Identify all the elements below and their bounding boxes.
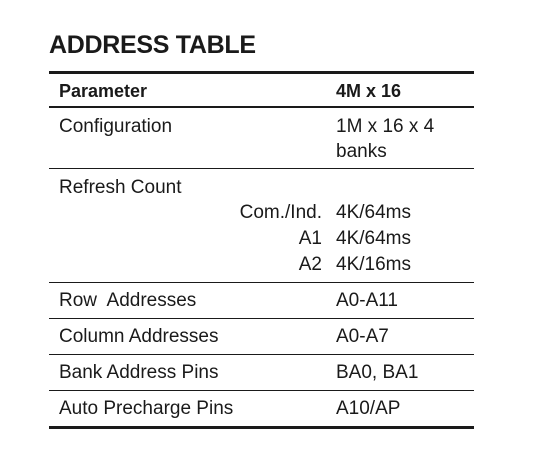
refresh-grade: Com./Ind. bbox=[239, 202, 322, 223]
table-row-column-addresses: Column Addresses A0-A7 bbox=[49, 319, 474, 355]
header-value: 4M x 16 bbox=[336, 81, 402, 101]
table-row-refresh-count: Refresh Count Com./Ind. 4K/64ms A1 4K/64… bbox=[49, 169, 474, 283]
row-label: Column Addresses bbox=[59, 326, 219, 347]
refresh-value: 4K/16ms bbox=[336, 254, 411, 275]
address-table: Parameter 4M x 16 Configuration 1M x 16 … bbox=[49, 71, 474, 429]
row-label: Bank Address Pins bbox=[59, 362, 219, 383]
refresh-grade: A1 bbox=[298, 228, 322, 249]
header-parameter: Parameter bbox=[59, 81, 148, 101]
configuration-value-line2: banks bbox=[336, 141, 387, 162]
row-value: A10/AP bbox=[336, 398, 401, 419]
refresh-grade: A2 bbox=[298, 254, 322, 275]
row-label: Row Addresses bbox=[59, 290, 197, 311]
table-header-row: Parameter 4M x 16 bbox=[49, 74, 474, 108]
refresh-subrow: Com./Ind. 4K/64ms bbox=[49, 200, 474, 225]
table-row-row-addresses: Row Addresses A0-A11 bbox=[49, 283, 474, 319]
refresh-subrow: A2 4K/16ms bbox=[49, 252, 474, 277]
row-value: BA0, BA1 bbox=[336, 362, 419, 383]
refresh-value: 4K/64ms bbox=[336, 202, 411, 223]
refresh-count-label: Refresh Count bbox=[59, 177, 182, 198]
configuration-value: 1M x 16 x 4 banks bbox=[336, 114, 434, 164]
refresh-subrow: A1 4K/64ms bbox=[49, 226, 474, 251]
table-title: ADDRESS TABLE bbox=[49, 31, 256, 59]
table-row-configuration: Configuration 1M x 16 x 4 banks bbox=[49, 108, 474, 169]
refresh-value: 4K/64ms bbox=[336, 228, 411, 249]
row-value: A0-A11 bbox=[336, 290, 398, 311]
row-label: Auto Precharge Pins bbox=[59, 398, 234, 419]
configuration-value-line1: 1M x 16 x 4 bbox=[336, 116, 435, 137]
row-value: A0-A7 bbox=[336, 326, 389, 347]
configuration-label: Configuration bbox=[59, 116, 173, 137]
table-row-auto-precharge-pins: Auto Precharge Pins A10/AP bbox=[49, 391, 474, 426]
table-row-bank-address-pins: Bank Address Pins BA0, BA1 bbox=[49, 355, 474, 391]
